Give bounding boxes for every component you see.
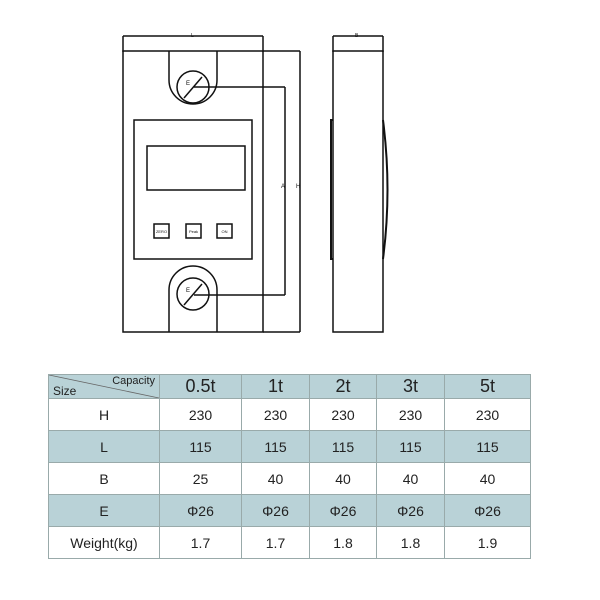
row-label: E (48, 494, 160, 527)
cell: 1.9 (444, 526, 531, 559)
row-label: L (48, 430, 160, 463)
cell: 230 (376, 398, 445, 431)
cell: 1.7 (241, 526, 310, 559)
side-view: B (330, 33, 389, 333)
zero-button-label: ZERO (156, 229, 167, 234)
cell: 40 (309, 462, 377, 495)
capacity-header: 1t (241, 374, 310, 399)
cell: Φ26 (376, 494, 445, 527)
cell: Φ26 (444, 494, 531, 527)
lcd-screen (146, 145, 246, 191)
on-button[interactable] (216, 223, 233, 239)
dim-label-l: L (191, 33, 194, 39)
cell: 115 (241, 430, 310, 463)
table-row: Weight(kg) 1.7 1.7 1.8 1.8 1.9 (48, 526, 531, 559)
cell: Φ26 (309, 494, 377, 527)
table-row: B 25 40 40 40 40 (48, 462, 531, 495)
table-row: H 230 230 230 230 230 (48, 398, 531, 431)
capacity-spec-table: Capacity Size 0.5t 1t 2t 3t 5t H 230 230… (48, 374, 531, 559)
cell: 230 (309, 398, 377, 431)
cell: 230 (444, 398, 531, 431)
dim-label-e-bottom: E (186, 288, 190, 294)
dynamometer-technical-drawing: L H E ZERO Peak ON E A (122, 33, 389, 333)
capacity-label: Capacity (112, 375, 155, 387)
row-label: B (48, 462, 160, 495)
capacity-header: 3t (376, 374, 445, 399)
capacity-header: 5t (444, 374, 531, 399)
cell: Φ26 (159, 494, 242, 527)
table-row: L 115 115 115 115 115 (48, 430, 531, 463)
bottom-eye-hole (176, 277, 210, 311)
cell: 115 (309, 430, 377, 463)
zero-button[interactable] (153, 223, 170, 239)
on-button-label: ON (222, 229, 228, 234)
cell: 115 (444, 430, 531, 463)
cell: 25 (159, 462, 242, 495)
table-row: E Φ26 Φ26 Φ26 Φ26 Φ26 (48, 494, 531, 527)
dim-label-e-top: E (186, 81, 190, 87)
cell: 230 (159, 398, 242, 431)
cell: 40 (241, 462, 310, 495)
corner-header-cell: Capacity Size (48, 374, 160, 399)
cell: 1.7 (159, 526, 242, 559)
peak-button[interactable] (185, 223, 202, 239)
cell: 1.8 (376, 526, 445, 559)
capacity-header: 2t (309, 374, 377, 399)
cell: 115 (376, 430, 445, 463)
cell: 230 (241, 398, 310, 431)
dim-label-a: A (281, 184, 285, 190)
dim-label-h: H (296, 184, 300, 190)
capacity-header: 0.5t (159, 374, 242, 399)
row-label: H (48, 398, 160, 431)
cell: 1.8 (309, 526, 377, 559)
cell: Φ26 (241, 494, 310, 527)
dim-label-b: B (355, 33, 359, 39)
front-view: L H E ZERO Peak ON E A (122, 33, 301, 333)
cell: 40 (376, 462, 445, 495)
row-label: Weight(kg) (48, 526, 160, 559)
diagonal-divider (49, 375, 159, 398)
cell: 115 (159, 430, 242, 463)
table-header-row: Capacity Size 0.5t 1t 2t 3t 5t (48, 374, 531, 399)
cell: 40 (444, 462, 531, 495)
size-label: Size (53, 384, 77, 398)
display-panel (133, 119, 253, 260)
peak-button-label: Peak (189, 229, 198, 234)
